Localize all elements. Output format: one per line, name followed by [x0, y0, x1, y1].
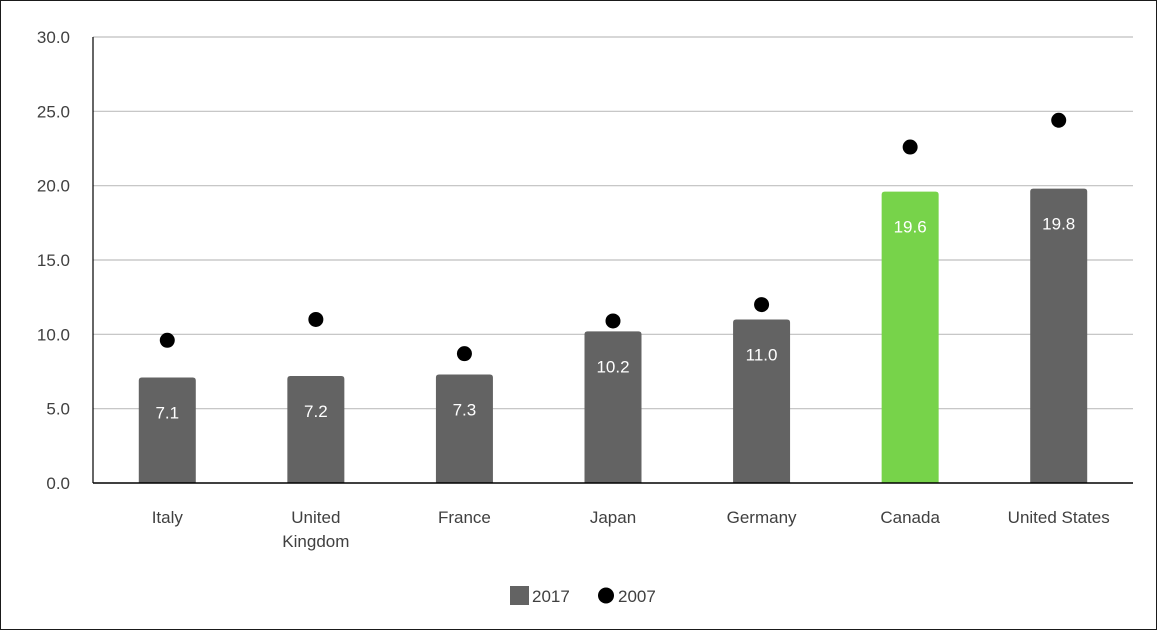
bar-value-label: 19.8	[1042, 215, 1075, 234]
points-2007	[159, 112, 1067, 362]
bar-2017	[1030, 188, 1088, 483]
bar-value-label: 7.1	[155, 403, 179, 422]
point-2007	[902, 139, 918, 155]
legend-label-2007: 2007	[618, 587, 656, 606]
bar-value-label: 7.2	[304, 402, 328, 421]
bar-2017	[435, 374, 493, 483]
bar-2017	[138, 377, 196, 483]
bars-2017	[138, 188, 1088, 483]
bar-value-label: 7.3	[453, 400, 477, 419]
legend-swatch-2007	[598, 587, 614, 604]
y-tick-label: 30.0	[37, 28, 70, 47]
point-2007	[754, 297, 770, 313]
point-2007	[308, 311, 324, 327]
y-tick-label: 20.0	[37, 177, 70, 196]
bar-value-labels: 7.1 7.2 7.3 10.2 11.0 19.6 19.8	[155, 215, 1075, 423]
y-tick-label: 10.0	[37, 325, 70, 344]
y-tick-label: 25.0	[37, 102, 70, 121]
y-tick-label: 15.0	[37, 251, 70, 270]
y-tick-label: 0.0	[46, 474, 70, 493]
x-tick-label: Italy	[152, 508, 184, 527]
bar-2017	[584, 331, 642, 483]
bar-value-label: 19.6	[894, 218, 927, 237]
legend: 2017 2007	[510, 586, 656, 606]
y-axis: 0.0 5.0 10.0 15.0 20.0 25.0 30.0	[37, 28, 94, 493]
x-tick-label: United States	[1008, 508, 1110, 527]
x-tick-label: Germany	[727, 508, 797, 527]
bar-2017	[287, 375, 345, 483]
x-tick-label: Japan	[590, 508, 636, 527]
bar-2017	[733, 319, 791, 483]
point-2007	[605, 313, 621, 329]
legend-swatch-2017	[510, 586, 529, 605]
point-2007	[456, 346, 472, 362]
bar-value-label: 11.0	[746, 345, 778, 364]
y-tick-label: 5.0	[46, 400, 70, 419]
bar-value-label: 10.2	[596, 357, 629, 376]
bar-2017	[881, 191, 939, 483]
gridlines	[93, 36, 1133, 410]
x-tick-label: France	[438, 508, 491, 527]
point-2007	[1051, 112, 1067, 128]
point-2007	[159, 332, 175, 348]
legend-label-2017: 2017	[532, 587, 570, 606]
x-tick-label: Canada	[880, 508, 940, 527]
